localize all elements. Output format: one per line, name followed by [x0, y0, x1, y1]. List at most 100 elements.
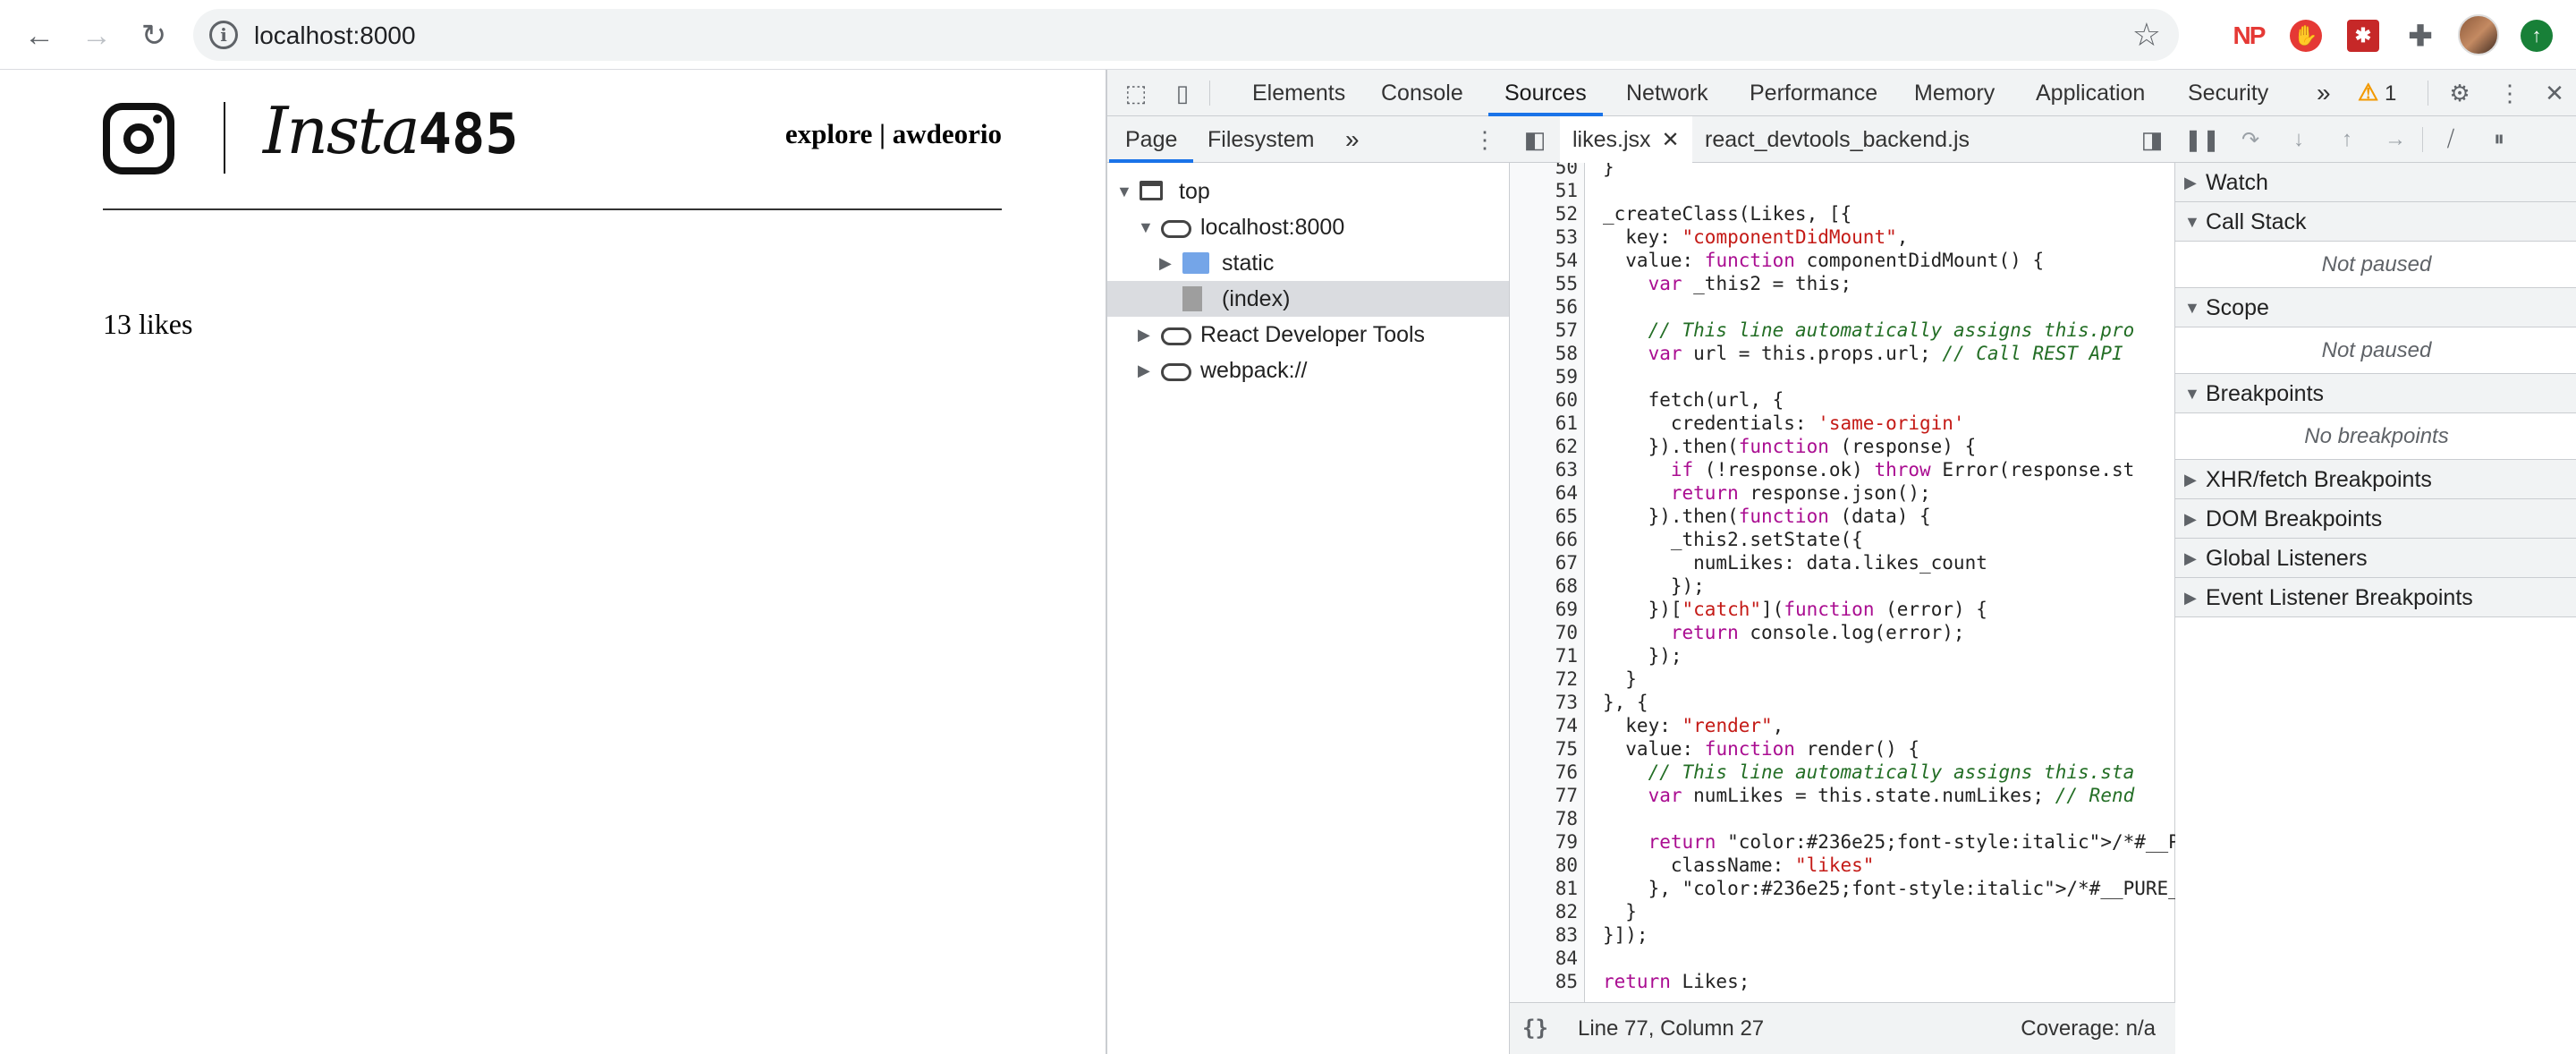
code-line[interactable]: key: "componentDidMount",: [1603, 226, 1909, 248]
line-number[interactable]: 73: [1555, 692, 1578, 713]
line-number[interactable]: 72: [1555, 668, 1578, 690]
expand-triangle-icon[interactable]: ▶: [2184, 510, 2197, 528]
code-line[interactable]: fetch(url, {: [1603, 389, 1784, 411]
extension-np-icon[interactable]: NP: [2233, 21, 2267, 49]
settings-gear-icon[interactable]: ⚙: [2449, 79, 2470, 106]
tab-security[interactable]: Security: [2188, 81, 2269, 106]
line-number[interactable]: 50: [1555, 163, 1578, 178]
step-into-icon[interactable]: ↓: [2293, 127, 2304, 151]
tree-item[interactable]: (index): [1107, 281, 1509, 317]
tab-page[interactable]: Page: [1108, 116, 1194, 163]
tab-memory[interactable]: Memory: [1914, 81, 1996, 106]
code-line[interactable]: }).then(function (data) {: [1603, 506, 1931, 527]
toggle-navigator-icon[interactable]: ◧: [1523, 125, 1546, 153]
close-devtools-icon[interactable]: ✕: [2545, 79, 2564, 106]
line-number[interactable]: 59: [1555, 366, 1578, 387]
collapse-triangle-icon[interactable]: ▼: [2184, 385, 2200, 403]
code-line[interactable]: }: [1603, 901, 1637, 922]
extension-stop-icon[interactable]: ✋: [2286, 16, 2326, 55]
editor-tab-backend[interactable]: react_devtools_backend.js: [1705, 127, 1970, 152]
line-number[interactable]: 57: [1555, 319, 1578, 341]
extensions-puzzle-icon[interactable]: ✚: [2408, 20, 2433, 52]
expand-triangle-icon[interactable]: ▶: [2184, 471, 2197, 489]
tree-item[interactable]: ▶React Developer Tools: [1107, 317, 1509, 353]
line-number[interactable]: 69: [1555, 599, 1578, 620]
line-number[interactable]: 81: [1555, 878, 1578, 899]
url-text[interactable]: localhost:8000: [254, 21, 416, 49]
line-number[interactable]: 64: [1555, 482, 1578, 504]
line-number[interactable]: 60: [1555, 389, 1578, 411]
line-number[interactable]: 55: [1555, 273, 1578, 294]
deactivate-breakpoints-icon[interactable]: ⧸: [2446, 127, 2455, 151]
line-number[interactable]: 85: [1555, 971, 1578, 992]
extension-red-icon[interactable]: ✱: [2343, 16, 2383, 55]
line-number[interactable]: 56: [1555, 296, 1578, 318]
tab-performance[interactable]: Performance: [1750, 81, 1878, 106]
line-number[interactable]: 54: [1555, 250, 1578, 271]
section-breakpoints[interactable]: ▼Breakpoints: [2175, 374, 2576, 413]
code-line[interactable]: return "color:#236e25;font-style:italic"…: [1648, 831, 2175, 853]
tab-application[interactable]: Application: [2036, 81, 2146, 106]
coverage-status[interactable]: Coverage: n/a: [2021, 1016, 2156, 1041]
tab-filesystem[interactable]: Filesystem: [1208, 127, 1315, 152]
section-event-listener-breakpoints[interactable]: ▶Event Listener Breakpoints: [2175, 578, 2576, 617]
line-number[interactable]: 53: [1555, 226, 1578, 248]
code-line[interactable]: return Likes;: [1603, 971, 1750, 992]
forward-button[interactable]: →: [81, 18, 112, 53]
code-area[interactable]: }_createClass(Likes, [{ key: "componentD…: [1585, 163, 2175, 1002]
code-line[interactable]: if (!response.ok) throw Error(response.s…: [1670, 459, 2135, 480]
line-number[interactable]: 75: [1555, 738, 1578, 760]
back-button[interactable]: ←: [24, 18, 55, 53]
code-line[interactable]: })["catch"](function (error) {: [1603, 599, 1987, 620]
section-scope[interactable]: ▼Scope: [2175, 288, 2576, 327]
bookmark-star-icon[interactable]: ☆: [2131, 16, 2161, 53]
code-line[interactable]: key: "render",: [1603, 715, 1784, 736]
collapse-triangle-icon[interactable]: ▼: [1138, 218, 1154, 236]
code-line[interactable]: return response.json();: [1670, 482, 1931, 504]
profile-avatar[interactable]: [2458, 14, 2499, 55]
tab-console[interactable]: Console: [1381, 81, 1463, 106]
line-number[interactable]: 51: [1555, 180, 1578, 201]
code-line[interactable]: value: function componentDidMount() {: [1603, 250, 2045, 271]
section-call-stack[interactable]: ▼Call Stack: [2175, 202, 2576, 242]
pause-icon[interactable]: ❚❚: [2183, 127, 2221, 152]
brand-logo[interactable]: Insta485: [263, 93, 519, 168]
code-line[interactable]: value: function render() {: [1603, 738, 1920, 760]
site-info-icon[interactable]: i: [209, 21, 238, 49]
tab-sources[interactable]: Sources: [1488, 70, 1603, 116]
code-line[interactable]: // This line automatically assigns this.…: [1648, 761, 2135, 783]
line-number[interactable]: 68: [1555, 575, 1578, 597]
expand-triangle-icon[interactable]: ▶: [2184, 174, 2197, 191]
toggle-debugger-icon[interactable]: ◨: [2140, 125, 2164, 153]
instagram-logo-icon[interactable]: [103, 103, 174, 174]
collapse-triangle-icon[interactable]: ▼: [1116, 183, 1132, 200]
line-number[interactable]: 84: [1555, 948, 1578, 969]
line-number[interactable]: 79: [1555, 831, 1578, 853]
code-line[interactable]: }: [1603, 163, 1614, 178]
line-number[interactable]: 74: [1555, 715, 1578, 736]
code-line[interactable]: _this2.setState({: [1603, 529, 1863, 550]
expand-triangle-icon[interactable]: ▶: [2184, 589, 2197, 607]
code-line[interactable]: }: [1603, 668, 1637, 690]
collapse-triangle-icon[interactable]: ▼: [2184, 299, 2200, 317]
code-line[interactable]: }).then(function (response) {: [1603, 436, 1977, 457]
reload-button[interactable]: ↻: [140, 19, 167, 53]
line-number[interactable]: 82: [1555, 901, 1578, 922]
line-number[interactable]: 80: [1555, 854, 1578, 876]
navigator-menu-icon[interactable]: ⋮: [1473, 125, 1496, 153]
line-number[interactable]: 76: [1555, 761, 1578, 783]
more-options-icon[interactable]: ⋮: [2498, 79, 2521, 106]
header-nav[interactable]: explore | awdeorio: [784, 118, 1002, 149]
editor-tab-likes[interactable]: likes.jsx✕: [1560, 116, 1692, 163]
code-line[interactable]: className: "likes": [1603, 854, 1875, 876]
tab-elements[interactable]: Elements: [1252, 81, 1346, 106]
line-number[interactable]: 78: [1555, 808, 1578, 829]
code-line[interactable]: }, {: [1603, 692, 1648, 713]
pretty-print-button[interactable]: {}: [1522, 1016, 1548, 1041]
more-tabs-button[interactable]: »: [2317, 79, 2331, 106]
code-line[interactable]: var url = this.props.url; // Call REST A…: [1648, 343, 2123, 364]
line-number[interactable]: 61: [1555, 412, 1578, 434]
warning-counter[interactable]: ⚠ 1: [2358, 79, 2397, 106]
section-xhr-fetch-breakpoints[interactable]: ▶XHR/fetch Breakpoints: [2175, 460, 2576, 499]
